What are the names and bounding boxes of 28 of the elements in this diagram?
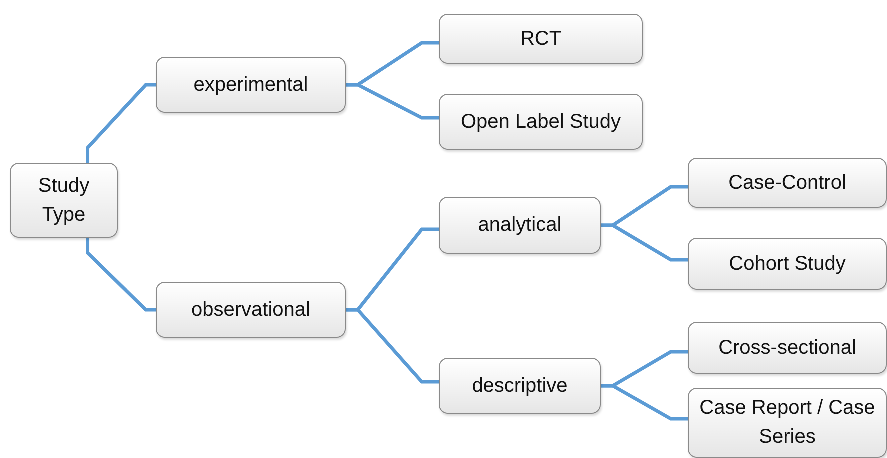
- category-box: [688, 322, 887, 374]
- node-label: Open Label Study: [460, 110, 622, 134]
- connector-line: [601, 224, 688, 262]
- category-box: [439, 197, 601, 254]
- connector-line: [86, 83, 156, 163]
- connector-line: [601, 384, 688, 421]
- node-label: observational: [192, 298, 310, 322]
- node-label: analytical: [478, 213, 562, 238]
- connector-line: [86, 238, 156, 312]
- category-box: [439, 14, 643, 64]
- category-box: [688, 388, 887, 458]
- category-box: [688, 238, 887, 290]
- connector-line: [346, 83, 439, 120]
- category-box: [439, 94, 643, 150]
- category-box: [10, 163, 118, 238]
- node-label: Cross-sectional: [718, 336, 856, 360]
- node-label: Case Report / Case Series: [698, 396, 876, 450]
- category-box: [688, 158, 887, 208]
- category-box: [156, 57, 346, 113]
- node-label: Cohort Study: [729, 252, 846, 276]
- node-label: descriptive: [472, 374, 568, 398]
- category-box: [439, 358, 601, 414]
- connector-line: [346, 308, 439, 384]
- node-label: experimental: [194, 72, 308, 98]
- node-label: RCT: [520, 26, 562, 52]
- node-label: Case-Control: [728, 170, 846, 196]
- node-label: Study Type: [37, 174, 91, 228]
- category-box: [156, 282, 346, 338]
